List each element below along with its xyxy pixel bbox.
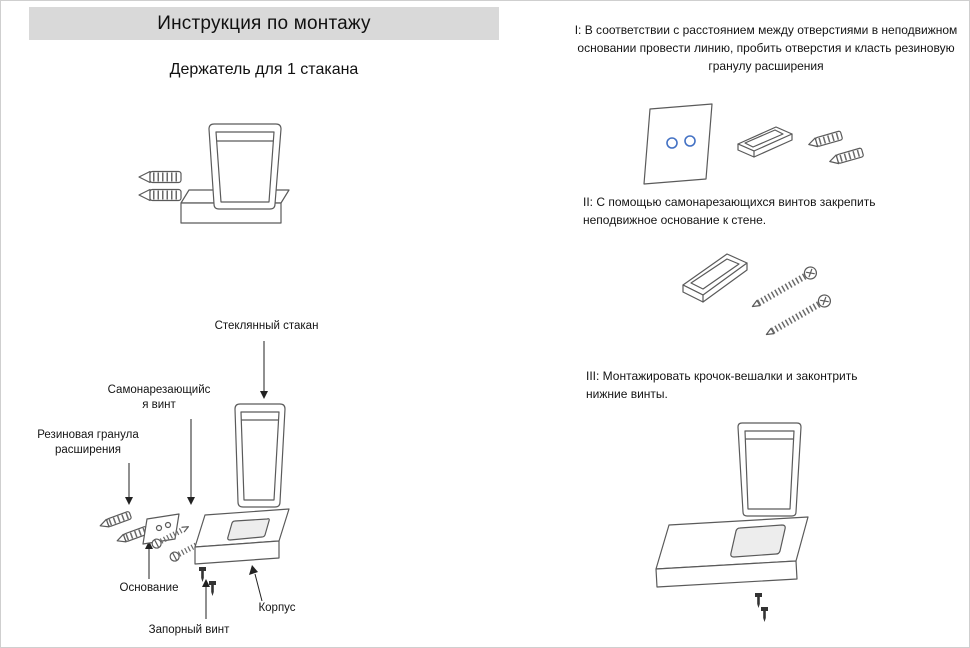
part-label-self-tapping-screw: Самонарезающийс я винт <box>107 384 211 411</box>
marked-plate-drawing <box>643 103 713 185</box>
product-subtitle: Держатель для 1 стакана <box>169 61 359 78</box>
holder-body-part <box>194 508 290 565</box>
base-plate-part <box>142 513 180 545</box>
wall-screws-drawing <box>138 170 182 202</box>
assembled-product-drawing <box>138 123 290 224</box>
step-2-text: II: С помощью самонарезающихся винтов за… <box>583 195 876 227</box>
rubber-plug-part <box>99 511 149 543</box>
exploded-view-drawing <box>99 341 290 619</box>
title-bar: Инструкция по монтажу <box>29 7 499 40</box>
rubber-plugs-drawing <box>808 130 864 165</box>
lock-screws-drawing <box>755 593 768 622</box>
step-2-drawing <box>682 253 832 336</box>
step-3-drawing <box>655 422 809 622</box>
glass-cup-part <box>234 403 286 508</box>
mounting-screws-drawing <box>751 266 832 336</box>
wall-bracket-drawing <box>737 126 793 158</box>
part-label-body: Корпус <box>258 602 296 614</box>
step-1-drawing <box>643 103 864 185</box>
part-label-lock-screw: Запорный винт <box>148 624 230 636</box>
part-label-rubber-granule: Резиновая гранула расширения <box>37 429 139 456</box>
callout-arrows <box>125 341 268 619</box>
part-label-base: Основание <box>119 582 179 594</box>
page-title: Инструкция по монтажу <box>157 12 371 34</box>
holder-body-drawing <box>655 516 809 588</box>
fixed-base-frame-drawing <box>682 253 748 303</box>
step-1-text: I: В соответствии с расстоянием между от… <box>574 23 958 73</box>
step-3-text: III: Монтажировать крочок-вешалки и зако… <box>586 369 858 401</box>
glass-cup-drawing <box>737 422 802 517</box>
lock-screw-part <box>199 567 216 596</box>
exploded-view: Стеклянный стакан Самонарезающийс я винт… <box>19 313 364 643</box>
glass-cup-drawing <box>208 123 282 210</box>
part-label-glass: Стеклянный стакан <box>214 320 319 332</box>
